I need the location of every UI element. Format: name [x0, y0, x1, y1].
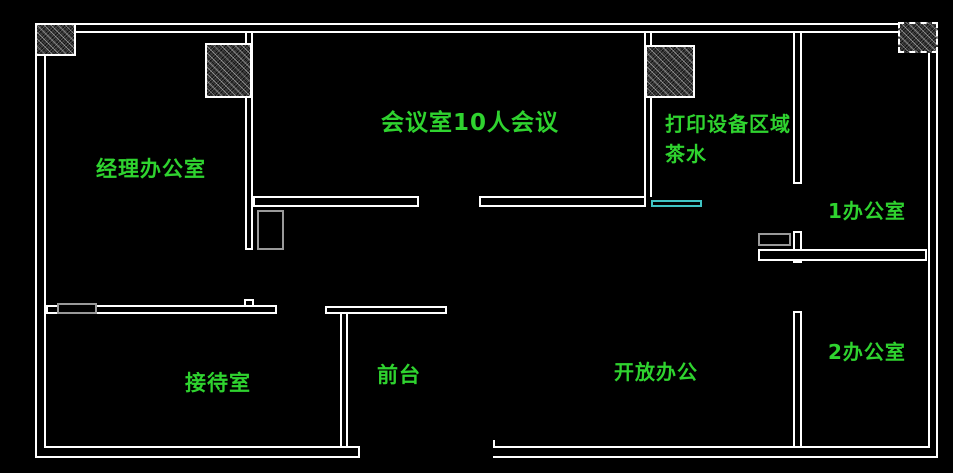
wall-office1-divider-upper-a [793, 33, 795, 182]
wall-conference-south-1 [253, 196, 419, 207]
wall-office1-stub-cap-top [793, 231, 802, 233]
wall-bottom-inner-left [44, 446, 360, 448]
wall-manager-divider-cap [245, 248, 253, 250]
room-label-office-1: 1办公室 [828, 199, 906, 223]
wall-bottom-outer-left [35, 456, 360, 458]
desk [758, 233, 791, 246]
room-label-conference-room: 会议室10人会议 [381, 110, 560, 136]
room-label-open-office: 开放办公 [614, 360, 698, 384]
cabinet [257, 210, 284, 250]
wall-office1-stub-a [793, 231, 795, 263]
wall-frontdesk-north [325, 306, 447, 314]
wall-office1-south [758, 249, 927, 261]
wall-manager-divider-left [245, 33, 247, 250]
room-label-office-2: 2办公室 [828, 340, 906, 364]
wall-frontdesk-partition-b [346, 314, 348, 446]
room-label-tea-area: 茶水 [665, 142, 707, 166]
column-top-mid-right [645, 45, 695, 98]
wall-left-inner [44, 55, 46, 448]
cyan-fixture [651, 200, 702, 207]
wall-office2-left-cap [793, 311, 802, 313]
room-label-reception-room: 接待室 [185, 371, 251, 395]
wall-left-outer [35, 55, 37, 458]
wall-office1-stub-b [800, 231, 802, 263]
wall-office2-left-a [793, 311, 795, 446]
wall-print-left-b [650, 33, 652, 197]
wall-manager-divider-right [251, 33, 253, 250]
wall-office1-stub-cap-bottom [793, 261, 802, 263]
wall-reception-north [46, 305, 277, 314]
wall-conference-south-2 [479, 196, 646, 207]
wall-right-inner [928, 53, 930, 448]
reception-door-leaf [57, 303, 97, 314]
room-label-print-area: 打印设备区域 [665, 112, 791, 136]
wall-bottom-inner-right [493, 446, 930, 448]
wall-office2-left-b [800, 311, 802, 446]
column-top-mid-left [205, 43, 252, 98]
wall-frontdesk-partition-a [340, 314, 342, 446]
wall-print-left-a [644, 33, 646, 197]
room-label-front-desk: 前台 [377, 363, 421, 387]
entrance-jamb-left [358, 446, 360, 458]
wall-bottom-outer-right [493, 456, 938, 458]
wall-office1-divider-upper-cap [793, 182, 802, 184]
column-top-right [898, 22, 938, 53]
room-label-manager-office: 经理办公室 [96, 157, 206, 181]
wall-right-outer [936, 53, 938, 458]
wall-reception-notch [244, 299, 254, 307]
entrance-jamb-right [493, 440, 495, 448]
wall-top-outer [76, 23, 898, 25]
wall-office1-divider-upper-b [800, 33, 802, 182]
column-top-left [35, 23, 76, 56]
wall-top-inner [76, 31, 898, 33]
